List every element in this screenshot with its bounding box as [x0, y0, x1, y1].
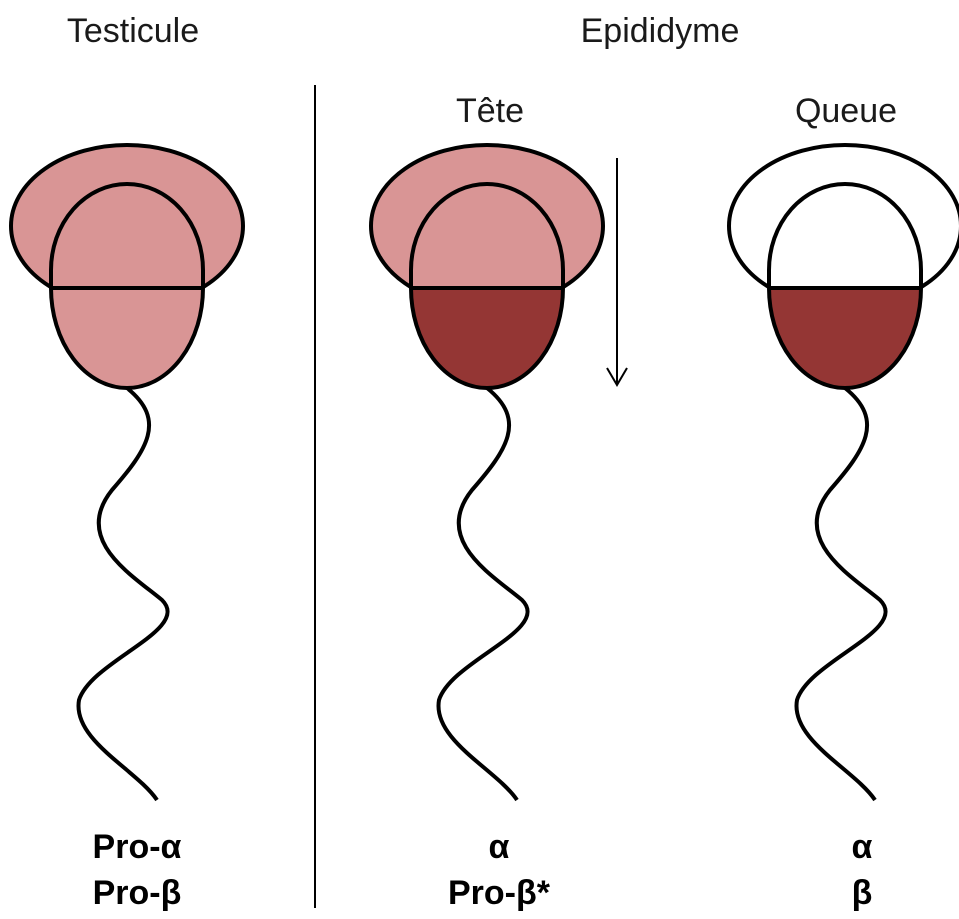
- label-testicule-line1: Pro-α: [93, 828, 182, 866]
- sperm-cell-queue: [729, 145, 959, 800]
- head-posterior: [51, 288, 203, 388]
- header-tete: Tête: [456, 92, 524, 130]
- head-posterior: [769, 288, 921, 388]
- label-testicule-line2: Pro-β: [93, 874, 182, 912]
- sperm-cell-tete: [371, 145, 603, 800]
- flagellum: [78, 388, 167, 800]
- label-tete-line2: Pro-β*: [448, 874, 551, 912]
- down-arrow-icon: [607, 158, 627, 385]
- label-queue-line1: α: [852, 828, 873, 866]
- label-queue-line2: β: [852, 874, 873, 912]
- head-posterior: [411, 288, 563, 388]
- sperm-cell-testicule: [11, 145, 243, 800]
- label-tete-line1: α: [489, 828, 510, 866]
- header-testicule: Testicule: [67, 12, 199, 50]
- flagellum: [796, 388, 885, 800]
- flagellum: [438, 388, 527, 800]
- header-epididyme: Epididyme: [581, 12, 740, 50]
- header-queue: Queue: [795, 92, 897, 130]
